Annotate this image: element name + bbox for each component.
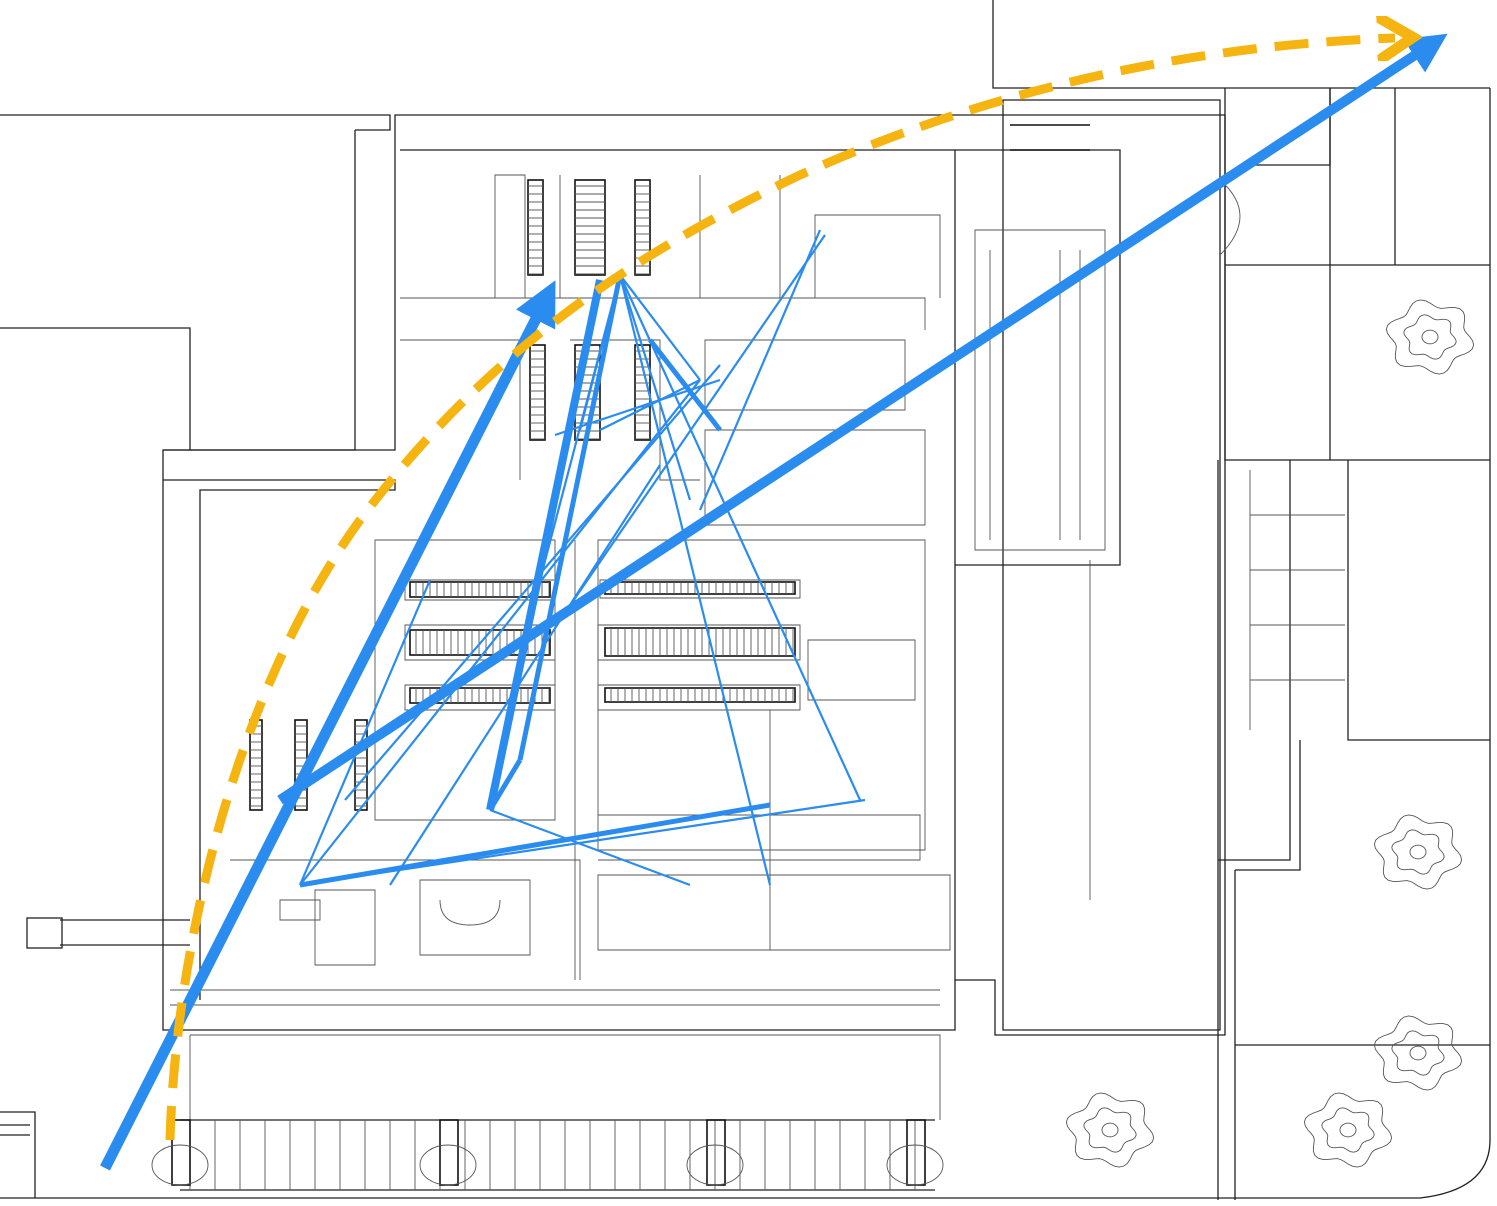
building-outline [162,99,1345,1120]
tree-ring [1421,329,1439,345]
flow-line-thin [619,274,701,381]
flow-line-medium [299,802,771,888]
rack-outline [409,581,551,598]
flow-line-thin [599,379,701,431]
flow-line-medium [648,338,722,432]
tree-icon [1303,1092,1393,1168]
flow-line-thin [389,464,661,886]
truck-turn-symbol [419,1144,477,1186]
truck-icon [906,1119,926,1186]
tree-ring [1373,1015,1463,1091]
flow-line-thin [618,274,772,886]
rack-outline [634,179,651,276]
tree-ring [1065,1092,1155,1168]
tree-ring [1391,1030,1445,1076]
flow-line-thin [489,808,691,887]
flow-line-thin [559,234,826,621]
rack-outline [409,687,551,704]
flow-line-thin [344,364,721,801]
storage-rack [409,687,551,704]
tree-icon [1373,1015,1463,1091]
flow-line-thin [698,229,822,511]
flow-line-thin [618,274,692,501]
tree-ring [1403,314,1457,360]
tree-icon [1373,814,1463,890]
material-flow-lines [100,33,1448,1171]
storage-rack [604,687,796,703]
flow-line-medium [517,274,623,761]
truck-turn-symbol [886,1144,944,1186]
storage-rack [604,627,796,657]
tree-icon [1385,299,1475,375]
tree-ring [1321,1107,1375,1153]
flow-arrow-main-diagonal [277,33,1448,805]
storage-racks [249,179,796,811]
rack-outline [604,581,796,595]
tree-ring [1409,1045,1427,1061]
tree-icon [1065,1092,1155,1168]
flow-line-thin [554,378,721,437]
truck-dock-strip [151,1119,944,1191]
tree-ring [1385,299,1475,375]
rack-outline [409,629,551,656]
truck-turn-symbol [686,1144,744,1186]
storage-rack [634,344,651,441]
flow-line-thin [298,579,432,886]
tree-ring [1101,1122,1119,1138]
tree-ring [1373,814,1463,890]
flow-arrow-main-up [100,280,556,1171]
tree-ring [1339,1122,1357,1138]
rack-outline [529,344,546,441]
tree-ring [1409,844,1427,860]
rack-outline [604,627,796,657]
tree-ring [1083,1107,1137,1153]
truck-turn-symbol [151,1144,209,1186]
storage-rack [409,581,551,598]
truck-icon [706,1119,726,1186]
storage-rack [529,344,546,441]
tree-ring [1303,1092,1393,1168]
storage-rack [574,179,606,276]
trees [1065,299,1475,1168]
truck-icon [439,1119,459,1186]
flow-line-thin [299,379,701,886]
flow-line-thin [618,274,862,801]
rack-outline [354,719,368,811]
flow-line-medium [486,279,604,811]
storage-rack [527,179,544,276]
storage-rack [604,581,796,595]
rack-outline [527,179,544,276]
rack-outline [604,687,796,703]
dashed-flow-curve [165,38,1395,1141]
rack-outline [574,179,606,276]
tree-ring [1391,829,1445,875]
